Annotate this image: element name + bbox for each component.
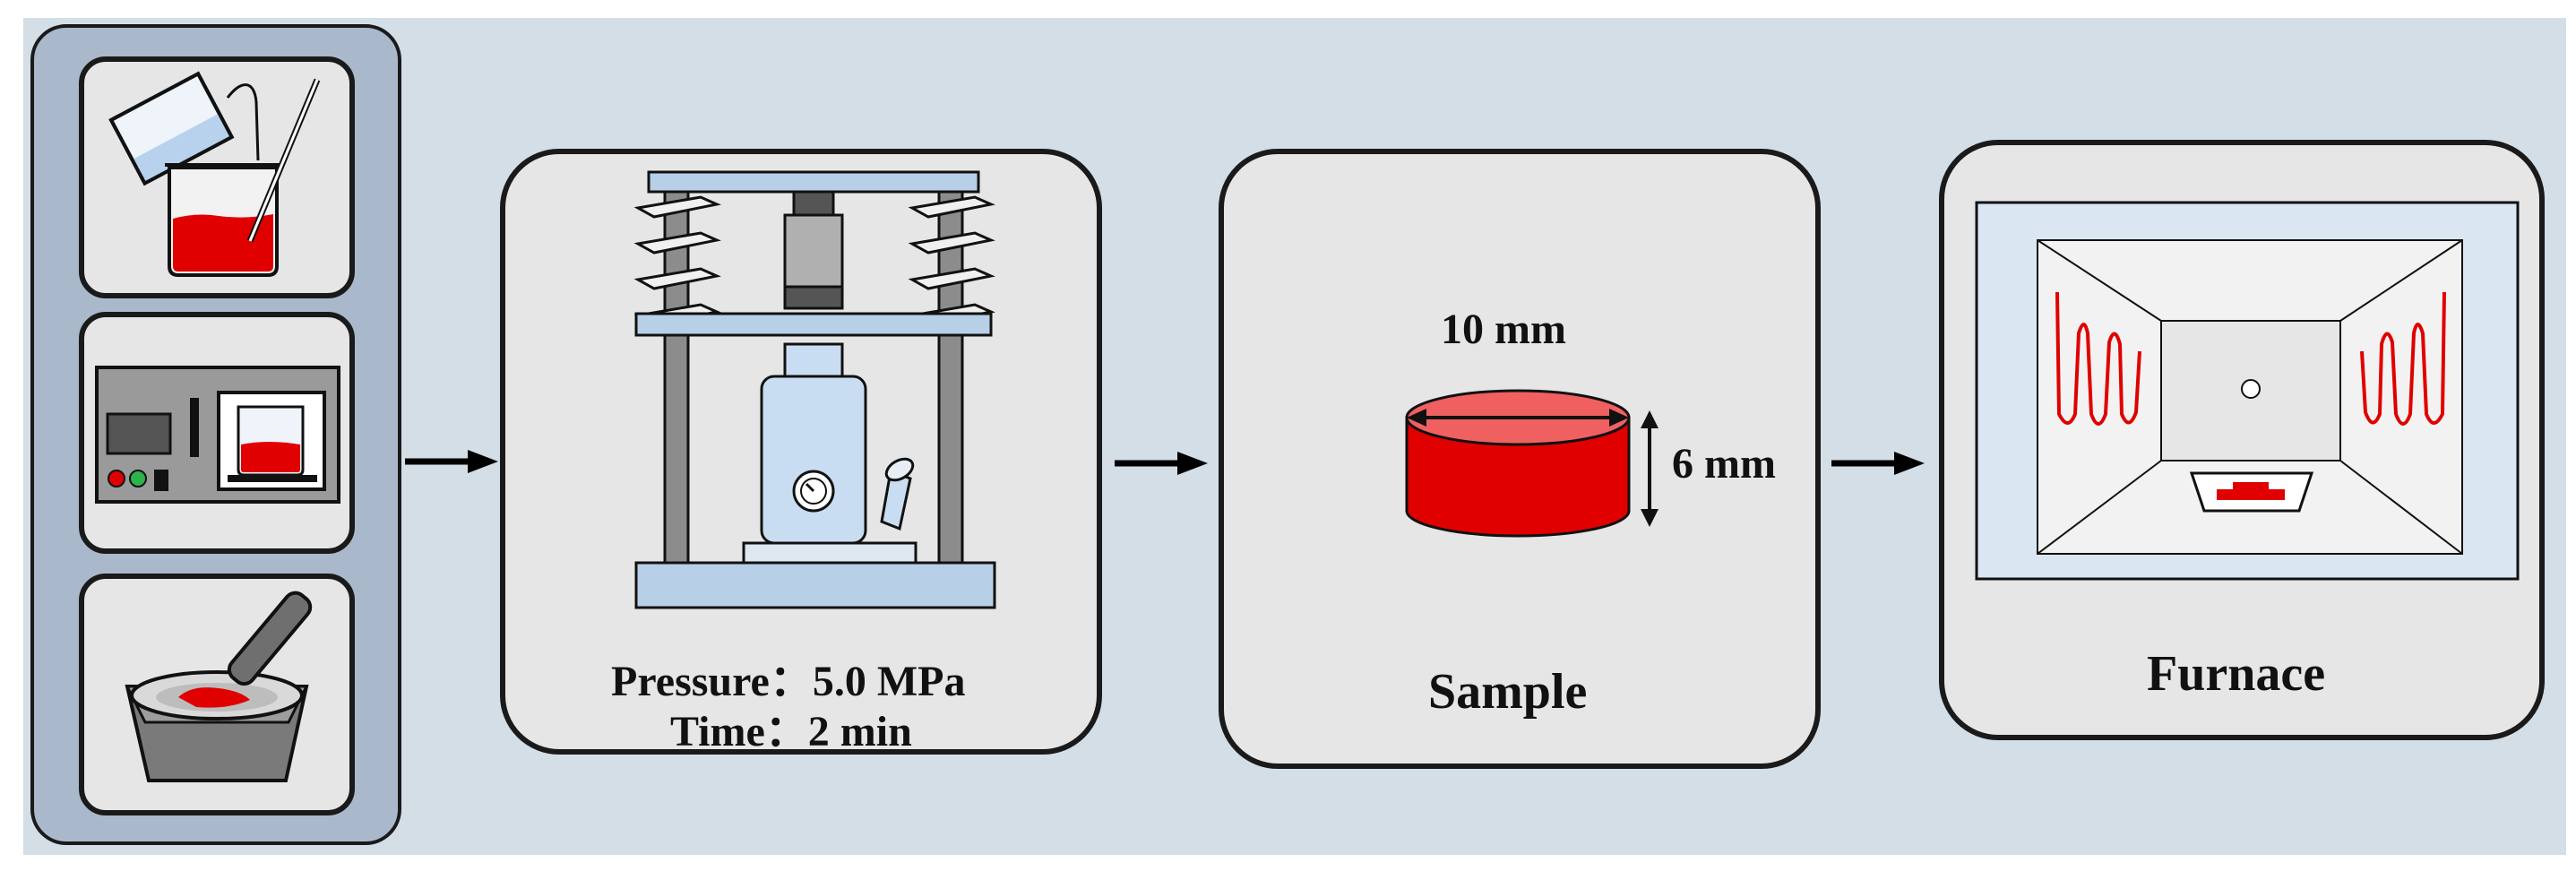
arrow-to-furnace xyxy=(1831,452,1925,475)
arrow-to-press xyxy=(405,450,498,473)
sample-title: Sample xyxy=(1428,664,1588,720)
pressure-label: Pressure：5.0 MPa xyxy=(611,658,966,705)
furnace-icon xyxy=(1975,201,2520,581)
grinding-step-box xyxy=(79,574,355,815)
height-label: 6 mm xyxy=(1672,440,1776,487)
drying-step-box xyxy=(79,312,355,554)
beaker-pour-icon xyxy=(108,71,321,277)
mixing-step-box xyxy=(79,56,355,298)
press-step-box: Pressure：5.0 MPa Time：2 min xyxy=(500,149,1102,755)
drying-oven-icon xyxy=(95,366,340,504)
hydraulic-press-icon xyxy=(633,170,996,609)
mortar-pestle-icon xyxy=(125,591,313,782)
diameter-label: 10 mm xyxy=(1441,306,1566,353)
cylinder-pellet-icon xyxy=(1405,389,1658,538)
arrow-to-sample xyxy=(1115,452,1208,475)
furnace-title: Furnace xyxy=(2147,646,2326,702)
sample-step-box: 10 mm 6 mm Sample xyxy=(1219,149,1821,769)
time-label: Time：2 min xyxy=(670,708,912,755)
furnace-step-box: Furnace xyxy=(1939,140,2545,740)
